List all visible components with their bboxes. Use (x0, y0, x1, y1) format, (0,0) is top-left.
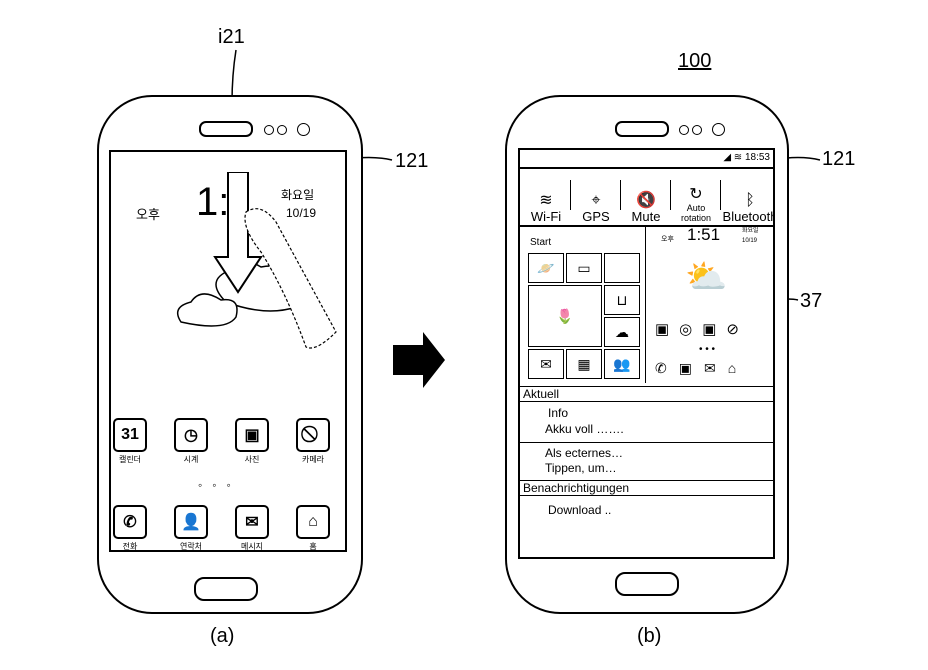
gps-icon: ⌖ (591, 191, 601, 209)
notification-tap[interactable]: Tippen, um… (545, 461, 617, 475)
sensor (277, 125, 287, 135)
divider (670, 180, 671, 210)
weather-and-finger-illustration (176, 172, 337, 349)
notification-info[interactable]: Info (548, 406, 569, 420)
app-label: 시계 (183, 455, 199, 464)
ampm: 오후 (136, 207, 160, 222)
finger-icon (244, 208, 337, 349)
quick-setting-label: GPS (582, 208, 610, 224)
clock-time: 1: (196, 180, 230, 224)
ref-121-b: 121 (822, 148, 856, 170)
divider (720, 180, 721, 210)
weather-icon: ⛅ (685, 258, 728, 296)
mini-ampm: 오후 (661, 236, 674, 243)
divider (620, 180, 621, 210)
tile-blank[interactable] (604, 253, 640, 283)
bluetooth-icon: ᛒ (745, 191, 755, 209)
quick-setting-rotation[interactable]: ↻Auto rotation (672, 168, 720, 224)
sensor (679, 125, 689, 135)
quick-setting-label: Wi-Fi (530, 208, 562, 224)
quick-setting-label: Auto rotation (680, 203, 712, 224)
tile-tulips[interactable]: 🌷 (528, 285, 602, 347)
swipe-down-arrow-icon (213, 172, 263, 294)
front-camera (297, 123, 310, 136)
speaker (199, 121, 253, 137)
mini-app-icons: ▣◎▣⊘ (655, 321, 750, 338)
app-label: 사진 (244, 455, 260, 464)
quick-setting-wifi[interactable]: ≋Wi-Fi (522, 168, 570, 224)
mini-day: 화요일 (742, 228, 759, 234)
front-camera (712, 123, 725, 136)
mini-date: 10/19 (742, 238, 758, 244)
quick-setting-mute[interactable]: 🔇Mute (622, 168, 670, 224)
section-notifications: Benachrichtigungen (520, 480, 773, 496)
quick-setting-gps[interactable]: ⌖GPS (572, 168, 620, 224)
mute-icon: 🔇 (636, 191, 656, 209)
figure-label-a: (a) (210, 625, 235, 647)
tile-cloud[interactable]: ☁ (604, 317, 640, 347)
mini-dock-icons: ✆▣✉⌂ (655, 360, 749, 376)
app-label: 캘린더 (118, 455, 142, 464)
arrow-right-icon (393, 332, 445, 388)
app-label: 전화 (122, 542, 138, 551)
divider (570, 180, 571, 210)
wifi-icon: ≋ (539, 191, 553, 209)
home-button[interactable] (615, 572, 679, 596)
page-dots: ◦◦◦ (198, 478, 241, 492)
start-panel: Start 🪐 ▭ 🌷 ⊔ ☁ ✉ ▦ 👥 (520, 227, 646, 383)
status-time: 18:53 (744, 152, 770, 163)
mini-home-preview[interactable]: 오후 1:51 화요일 10/19 ⛅ ▣◎▣⊘ • • • ✆▣✉⌂ (647, 225, 773, 383)
contacts-icon[interactable]: 👤 (174, 505, 208, 539)
app-label: 홈 (309, 542, 317, 551)
tile-tv[interactable]: ▭ (566, 253, 602, 283)
tile-people[interactable]: 👥 (604, 349, 640, 379)
tile-save[interactable]: ⊔ (604, 285, 640, 315)
ref-37: 37 (800, 290, 823, 312)
app-label: 연락처 (179, 542, 203, 551)
tile-planet[interactable]: 🪐 (528, 253, 564, 283)
app-label: 카메라 (301, 455, 325, 464)
photo-icon[interactable]: ▣ (235, 418, 269, 452)
clock-icon[interactable]: ◷ (174, 418, 208, 452)
tile-mail[interactable]: ✉ (528, 349, 564, 379)
notification-battery[interactable]: Akku voll ……. (545, 422, 624, 436)
quick-setting-label: Mute (631, 208, 661, 224)
speaker (615, 121, 669, 137)
status-bar: ◢ ≋ 18:53 (723, 152, 770, 163)
sensor (264, 125, 274, 135)
tile-qr[interactable]: ▦ (566, 349, 602, 379)
quick-setting-label: Bluetooth (722, 208, 775, 224)
app-label: 메시지 (240, 542, 264, 551)
camera-icon[interactable]: ⃠ (296, 418, 330, 452)
notification-external[interactable]: Als ecternes… (545, 446, 624, 460)
section-aktuell: Aktuell (520, 386, 773, 402)
phone-icon[interactable]: ✆ (113, 505, 147, 539)
home-button[interactable] (194, 577, 258, 601)
message-icon[interactable]: ✉ (235, 505, 269, 539)
notification-download[interactable]: Download .. (548, 503, 612, 517)
calendar-icon[interactable]: 31 (113, 418, 147, 452)
sensor (692, 125, 702, 135)
mini-time: 1:51 (687, 225, 721, 244)
start-label: Start (530, 237, 552, 248)
rotation-icon: ↻ (689, 186, 703, 204)
screen-a[interactable]: 오후 1: 화요일 10/19 (109, 150, 347, 552)
page-dots: • • • (699, 344, 716, 355)
day: 화요일 (281, 188, 315, 202)
ref-121-a: 121 (395, 150, 429, 172)
date: 10/19 (286, 206, 317, 220)
figure-label-b: (b) (637, 625, 662, 647)
ref-i21: i21 (218, 26, 245, 48)
ref-100: 100 (678, 50, 712, 72)
home-icon[interactable]: ⌂ (296, 505, 330, 539)
